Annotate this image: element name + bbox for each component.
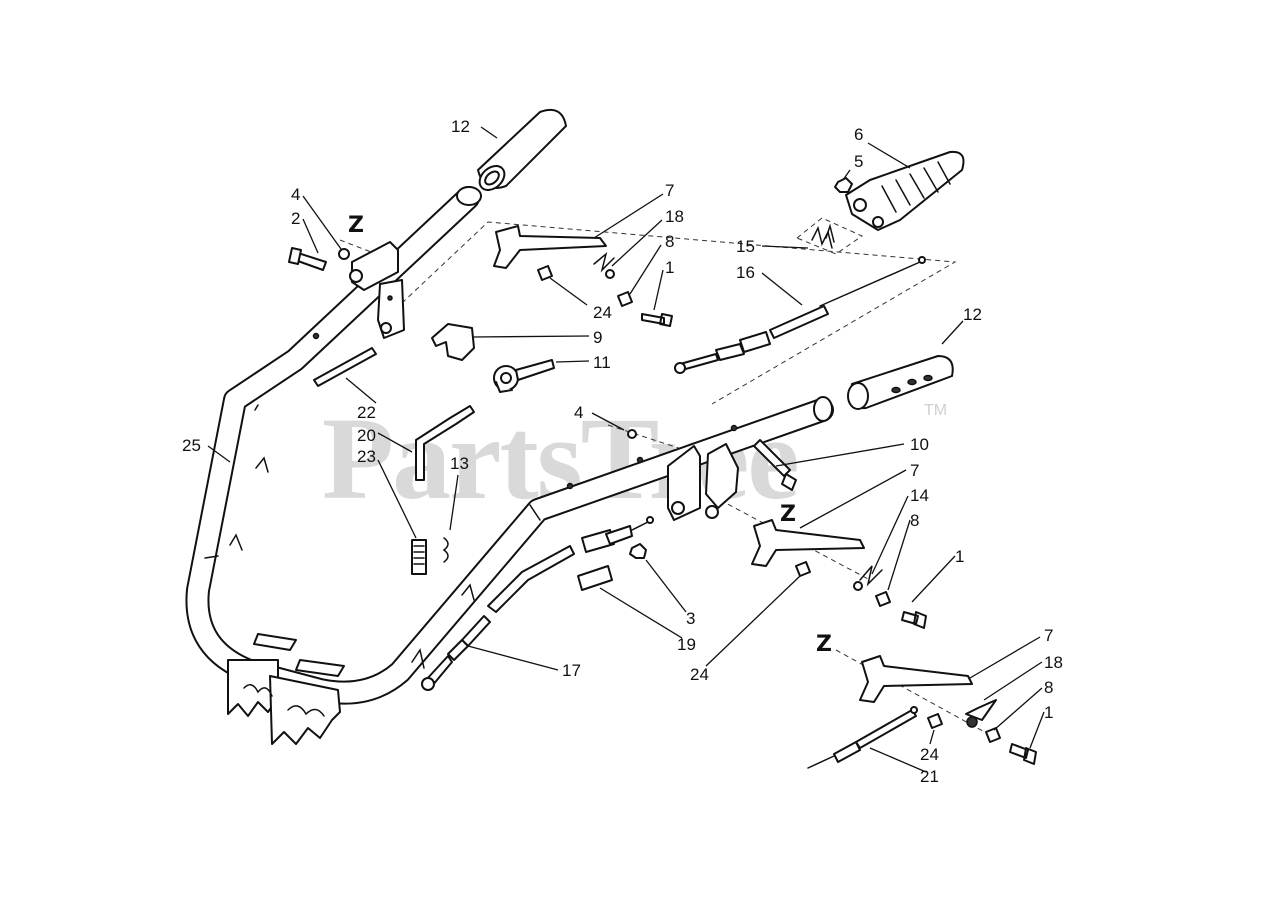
watermark-trademark: TM (924, 402, 947, 419)
callout-12-upper: 12 (451, 117, 470, 136)
cable-part-21 (807, 706, 918, 769)
bushing-part-8-lower (985, 727, 1001, 743)
assembly-guide-right-bracket (607, 424, 701, 456)
cable-part-17 (421, 545, 575, 691)
callout-18-lower: 18 (1044, 653, 1063, 672)
callout-24-middle: 24 (690, 665, 709, 684)
nut-part-3 (629, 543, 647, 559)
nut-part-5 (834, 177, 853, 193)
bracket-right (667, 443, 739, 521)
bolt-part-2 (288, 247, 327, 271)
bolt-part-1-lower (1009, 743, 1037, 765)
callout-20: 20 (357, 426, 376, 445)
spacer-part-24-upper (537, 265, 553, 281)
spacer-part-24-lower (927, 713, 943, 729)
switch-part-11 (493, 359, 555, 393)
rod-part-22 (313, 347, 377, 387)
callout-19: 19 (677, 635, 696, 654)
callout-13: 13 (450, 454, 469, 473)
frame-bottom-plate-left (227, 659, 279, 717)
callout-4-lower: 4 (574, 403, 583, 422)
leader-lines (207, 126, 1045, 773)
frame-end-upper (456, 186, 482, 206)
cable-part-16 (674, 256, 926, 374)
callout-1-middle: 1 (955, 547, 964, 566)
lever-lower (859, 655, 973, 703)
callout-7-lower: 7 (1044, 626, 1053, 645)
lever-upper (493, 225, 607, 269)
nut-part-4-right (627, 429, 637, 439)
callout-3: 3 (686, 609, 695, 628)
bushing-part-8-upper (617, 291, 633, 307)
callout-12-lower: 12 (963, 305, 982, 324)
frame-bottom-plate-right (269, 675, 341, 745)
bolt-part-1-middle (901, 611, 927, 629)
callout-11: 11 (593, 353, 611, 372)
callout-14: 14 (910, 486, 929, 505)
assembly-guide-left-bracket (339, 239, 398, 263)
assembly-guide-upper (401, 221, 957, 405)
grip-upper (477, 108, 567, 191)
bolt-part-1-upper (641, 313, 673, 327)
adjuster-part-19 (577, 516, 654, 591)
zone-marker-z2: Z (780, 502, 796, 527)
callout-23: 23 (357, 447, 376, 466)
stud-part-23 (411, 539, 427, 575)
callout-22: 22 (357, 403, 376, 422)
zone-marker-z3: Z (816, 632, 832, 657)
callout-1-upper: 1 (665, 258, 674, 277)
handlebar-frame (185, 186, 834, 745)
frame-end-lower (813, 396, 833, 422)
callout-21: 21 (920, 767, 939, 786)
spring-part-13 (442, 537, 449, 563)
spring-part-18-lower (965, 699, 997, 721)
callout-15: 15 (736, 237, 755, 256)
callout-labels: 12 6 5 4 2 7 18 8 1 15 16 24 9 11 12 22 … (182, 117, 1063, 786)
nut-part-4-left (338, 248, 350, 260)
callout-25: 25 (182, 436, 201, 455)
grip-lower (847, 355, 954, 410)
bracket-left (349, 241, 405, 339)
bushing-part-8-middle (875, 591, 891, 607)
zone-marker-z1: Z (348, 213, 364, 238)
assembly-guide-spring-box (796, 217, 864, 255)
spring-part-14 (859, 565, 883, 587)
callout-16: 16 (736, 263, 755, 282)
clip-part-9 (431, 323, 475, 361)
callout-5: 5 (854, 152, 863, 171)
callout-8-upper: 8 (665, 232, 674, 251)
twist-grip (845, 150, 965, 231)
callout-24-upper: 24 (593, 303, 612, 322)
callout-8-middle: 8 (910, 511, 919, 530)
callout-8-lower: 8 (1044, 678, 1053, 697)
callout-6: 6 (854, 125, 863, 144)
callout-10: 10 (910, 435, 929, 454)
lever-right (751, 519, 865, 567)
spacer-part-24-middle (795, 561, 811, 577)
rod-part-20 (415, 405, 475, 481)
callout-7-upper: 7 (665, 181, 674, 200)
callout-2: 2 (291, 209, 300, 228)
callout-1-lower: 1 (1044, 703, 1053, 722)
bolt-part-10 (753, 439, 797, 491)
callout-18-upper: 18 (665, 207, 684, 226)
springs-part-15 (811, 223, 835, 249)
callout-9: 9 (593, 328, 602, 347)
callout-4-upper: 4 (291, 185, 300, 204)
callout-17: 17 (562, 661, 581, 680)
callout-24-lower: 24 (920, 745, 939, 764)
spring-part-18-upper (593, 251, 615, 273)
callout-7-middle: 7 (910, 461, 919, 480)
